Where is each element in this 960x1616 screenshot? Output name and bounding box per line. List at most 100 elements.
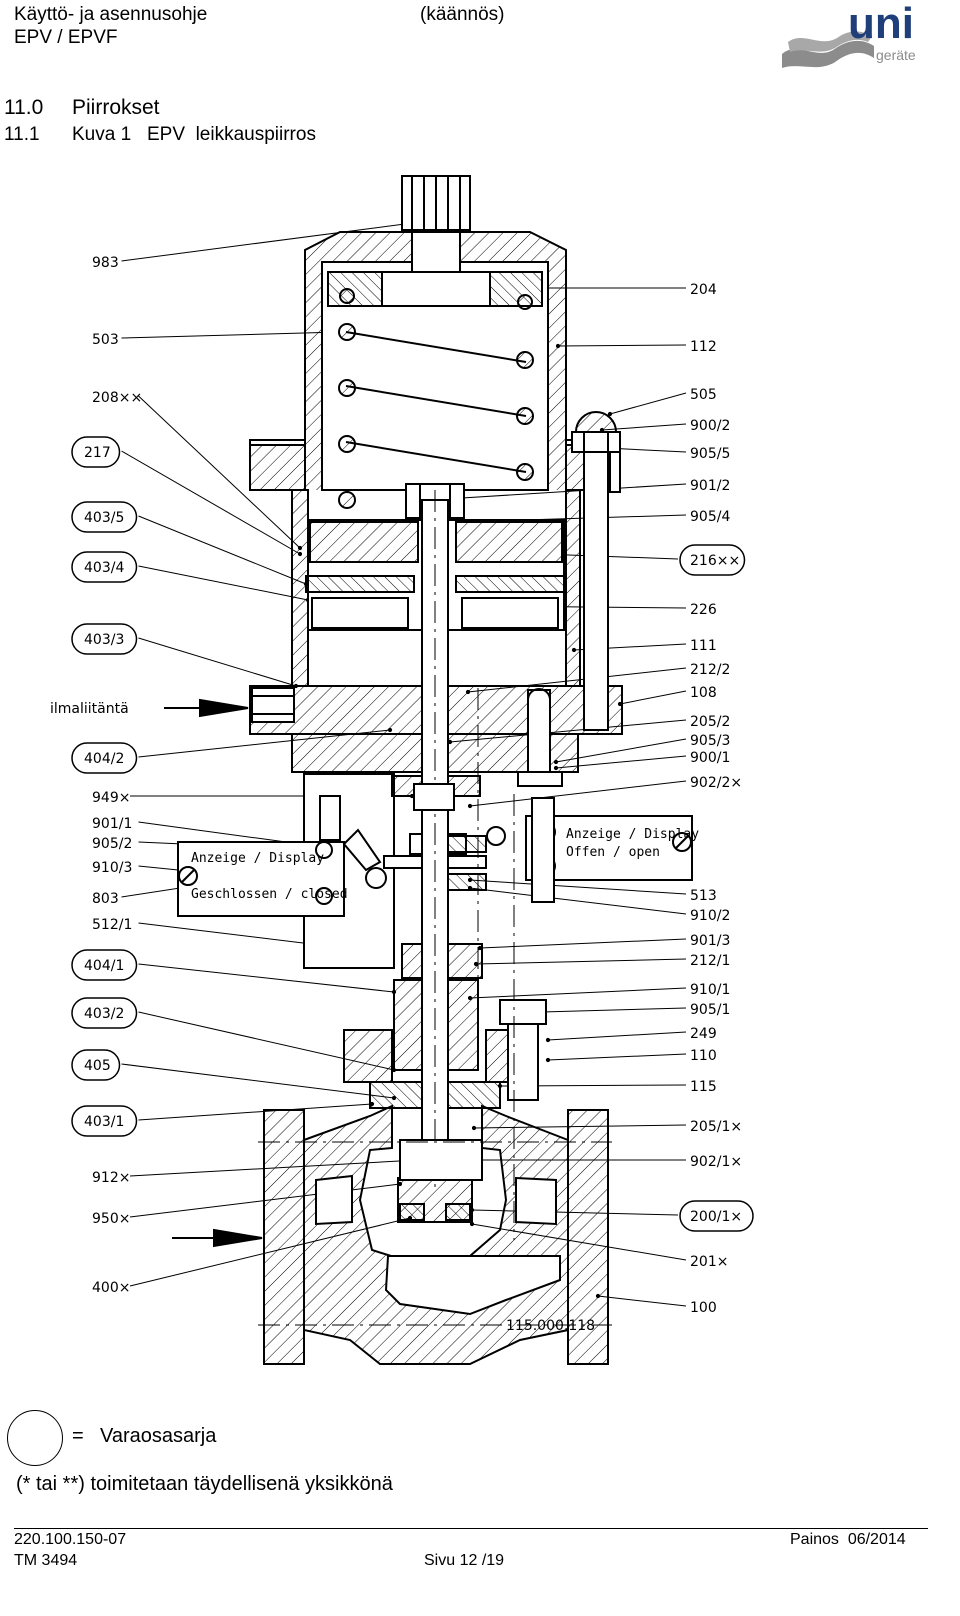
- part-callout: 912×: [92, 1170, 130, 1186]
- part-callout: 205/1×: [690, 1119, 742, 1135]
- part-number: 403/5: [84, 510, 124, 526]
- part-number: 905/3: [690, 733, 730, 749]
- part-number: 403/1: [84, 1114, 124, 1130]
- logo-text: uni: [848, 2, 914, 48]
- part-number: 205/2: [690, 714, 730, 730]
- leader-line: [138, 515, 307, 585]
- spare-part-circle-icon: [679, 544, 746, 576]
- part-number: 905/5: [690, 446, 730, 462]
- uni-logo-icon: uni geräte: [782, 0, 916, 68]
- part-callout: 949×: [92, 790, 130, 806]
- part-callout: 212/2: [690, 662, 730, 678]
- leader-line: [475, 958, 687, 965]
- part-callout: 905/5: [690, 446, 730, 462]
- spare-part-circle-icon: [71, 997, 138, 1029]
- spare-part-circle-icon: [71, 742, 138, 774]
- leader-line: [121, 221, 421, 262]
- part-number: 901/3: [690, 933, 730, 949]
- valve-body: [164, 175, 693, 1365]
- sectional-drawing: 983503208××217403/5403/4403/3404/2949×90…: [50, 175, 754, 1365]
- display-closed-label-1: Anzeige / Display: [191, 851, 324, 866]
- compression-spring: [338, 288, 534, 509]
- leader-line: [138, 963, 395, 993]
- subsection-number: 11.1: [4, 124, 40, 145]
- part-callout: 513: [690, 888, 717, 904]
- part-number: 912×: [92, 1170, 130, 1186]
- leader-dot: [545, 1057, 551, 1063]
- part-number: 208××: [92, 390, 142, 406]
- right-part-labels: 204112505900/2905/5901/2905/4216××226111…: [679, 282, 754, 1316]
- display-open-label-2: Offen / open: [566, 845, 660, 860]
- part-number: 900/2: [690, 418, 730, 434]
- doc-title: Käyttö- ja asennusohje: [14, 4, 208, 25]
- spare-part-circle-icon: [71, 623, 138, 655]
- leader-line: [547, 1053, 687, 1061]
- leader-line: [609, 392, 687, 415]
- part-number: 905/1: [690, 1002, 730, 1018]
- part-number: 404/1: [84, 958, 124, 974]
- leader-line: [138, 565, 309, 601]
- part-number: 115: [690, 1079, 717, 1095]
- part-number: 110: [690, 1048, 717, 1064]
- part-number: 900/1: [690, 750, 730, 766]
- part-callout: 226: [690, 602, 717, 618]
- part-callout: 110: [690, 1048, 717, 1064]
- part-callout: 404/2: [71, 742, 138, 774]
- leader-line: [138, 1103, 373, 1121]
- leader-line: [121, 331, 341, 339]
- part-callout: 403/1: [71, 1105, 138, 1137]
- spare-part-circle-icon: [71, 949, 138, 981]
- part-number: 950×: [92, 1211, 130, 1227]
- part-number: 505: [690, 387, 717, 403]
- part-callout: 405: [71, 1049, 121, 1081]
- part-callout: 902/1×: [690, 1154, 742, 1170]
- air-port: [251, 687, 295, 723]
- part-number: 212/1: [690, 953, 730, 969]
- part-number: 910/3: [92, 860, 132, 876]
- indicator-rod: [583, 451, 609, 731]
- leader-line: [541, 1007, 687, 1013]
- part-number: 216××: [690, 553, 740, 569]
- section-title: Piirrokset: [72, 96, 160, 119]
- leader-line: [547, 1031, 687, 1041]
- leader-line: [121, 1063, 395, 1099]
- part-callout: 403/5: [71, 501, 138, 533]
- part-number: 905/4: [690, 509, 730, 525]
- spare-part-circle-icon: [71, 501, 138, 533]
- part-number: 901/1: [92, 816, 132, 832]
- part-callout: 208××: [92, 390, 142, 406]
- part-callout: 905/1: [690, 1002, 730, 1018]
- air-flow-arrow-icon: [199, 698, 249, 718]
- leader-dot: [545, 1037, 551, 1043]
- part-number: 403/3: [84, 632, 124, 648]
- uni-logo: uni geräte: [778, 0, 928, 78]
- leader-dot: [471, 1125, 477, 1131]
- part-number: 803: [92, 891, 119, 907]
- part-callout: 905/4: [690, 509, 730, 525]
- part-number: 405: [84, 1058, 111, 1074]
- part-number: 503: [92, 332, 119, 348]
- footer-doc-number: 220.100.150-07: [14, 1531, 127, 1548]
- part-number: 226: [690, 602, 717, 618]
- part-number: 403/4: [84, 560, 124, 576]
- leader-line: [557, 344, 687, 347]
- part-number: 513: [690, 888, 717, 904]
- footer-divider: [14, 1528, 928, 1529]
- part-callout: 905/3: [690, 733, 730, 749]
- part-callout: 201×: [690, 1254, 728, 1270]
- part-callout: 901/1: [92, 816, 132, 832]
- part-callout: 108: [690, 685, 717, 701]
- part-callout: 900/1: [690, 750, 730, 766]
- drawing-number: 115.000.118: [506, 1318, 595, 1334]
- left-part-labels: 983503208××217403/5403/4403/3404/2949×90…: [71, 255, 142, 1296]
- section-number: 11.0: [4, 96, 44, 119]
- part-callout: 901/2: [690, 478, 730, 494]
- part-number: 905/2: [92, 836, 132, 852]
- part-number: 512/1: [92, 917, 132, 933]
- part-number: 200/1×: [690, 1209, 742, 1225]
- spare-kit-circle-icon: [7, 1410, 63, 1466]
- part-callout: 111: [690, 638, 717, 654]
- display-closed-label-2: Geschlossen / closed: [191, 887, 348, 902]
- part-number: 400×: [92, 1280, 130, 1296]
- indicator-cap-icon: [574, 411, 618, 433]
